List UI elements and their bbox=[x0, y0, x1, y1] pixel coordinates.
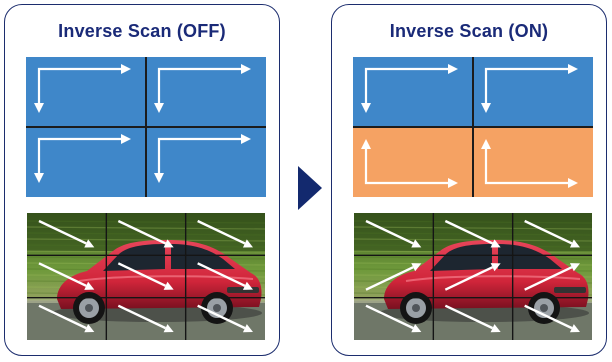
scan-down-right-arrow-icon bbox=[365, 219, 422, 248]
red-car-image bbox=[52, 240, 262, 324]
scan-down-right-arrow-icon bbox=[361, 64, 458, 113]
display-grid bbox=[26, 57, 266, 197]
panel-inverse-scan-on: Inverse Scan (ON) bbox=[331, 4, 607, 356]
scan-up-right-arrow-icon bbox=[481, 139, 578, 188]
scan-down-right-arrow-icon bbox=[34, 64, 131, 113]
red-car-image bbox=[379, 240, 589, 324]
car-video-wall bbox=[354, 213, 592, 340]
car-video-wall bbox=[27, 213, 265, 340]
scan-down-right-arrow-icon bbox=[197, 219, 253, 248]
scan-down-right-arrow-icon bbox=[481, 64, 578, 113]
scan-up-right-arrow-icon bbox=[524, 263, 580, 291]
scan-up-right-arrow-icon bbox=[361, 139, 458, 188]
display-grid bbox=[353, 57, 593, 197]
scan-down-right-arrow-icon bbox=[365, 304, 422, 333]
grid-divider bbox=[353, 126, 593, 128]
scan-down-right-arrow-icon bbox=[38, 219, 95, 248]
panel-inverse-scan-off: Inverse Scan (OFF) bbox=[4, 4, 280, 356]
scan-down-right-arrow-icon bbox=[154, 134, 251, 183]
scan-down-right-arrow-icon bbox=[154, 64, 251, 113]
scan-down-right-arrow-icon bbox=[524, 304, 580, 333]
grid-divider bbox=[26, 126, 266, 128]
scan-down-right-arrow-icon bbox=[444, 219, 501, 248]
panel-title: Inverse Scan (ON) bbox=[389, 21, 549, 41]
panel-title: Inverse Scan (OFF) bbox=[58, 21, 226, 41]
scan-down-right-arrow-icon bbox=[38, 262, 95, 290]
scan-down-right-arrow-icon bbox=[197, 304, 253, 333]
scan-down-right-arrow-icon bbox=[444, 304, 501, 333]
scan-up-right-arrow-icon bbox=[444, 263, 501, 291]
scan-arrows bbox=[361, 64, 578, 188]
scan-down-right-arrow-icon bbox=[117, 219, 174, 248]
scan-arrows bbox=[34, 64, 251, 183]
scan-down-right-arrow-icon bbox=[38, 304, 95, 333]
scan-down-right-arrow-icon bbox=[117, 262, 174, 290]
scan-down-right-arrow-icon bbox=[197, 262, 253, 290]
scan-down-right-arrow-icon bbox=[34, 134, 131, 183]
scan-down-right-arrow-icon bbox=[524, 219, 580, 248]
scan-up-right-arrow-icon bbox=[365, 263, 422, 291]
right-arrow-icon bbox=[298, 166, 322, 210]
scan-down-right-arrow-icon bbox=[117, 304, 174, 333]
